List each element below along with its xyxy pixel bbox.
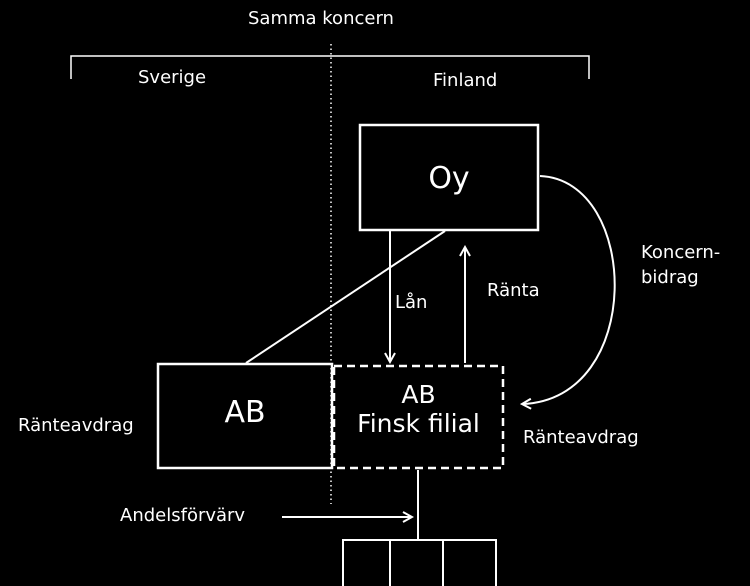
shareholdings-block xyxy=(342,539,497,586)
branch-label-line2: Finsk filial xyxy=(357,408,480,438)
branch-label: AB Finsk filial xyxy=(334,380,503,439)
group-contribution-line1: Koncern- xyxy=(641,242,721,263)
group-bracket xyxy=(70,55,590,79)
interest-deduction-left: Ränteavdrag xyxy=(18,415,134,436)
group-title: Samma koncern xyxy=(248,8,394,29)
region-left-label: Sverige xyxy=(138,67,207,88)
share-acquisition-label: Andelsförvärv xyxy=(120,505,246,526)
loan-label: Lån xyxy=(395,292,428,313)
interest-deduction-right: Ränteavdrag xyxy=(523,427,639,448)
interest-label: Ränta xyxy=(487,280,540,301)
parent-company-label: Oy xyxy=(428,161,470,196)
group-contribution-label: Koncern- bidrag xyxy=(641,242,721,288)
ab-box xyxy=(156,362,334,470)
group-contribution-arrow xyxy=(522,175,616,404)
ownership-line xyxy=(245,230,446,364)
subsidiary-label: AB xyxy=(224,395,266,430)
region-right-label: Finland xyxy=(433,70,498,91)
oy-box xyxy=(358,123,540,232)
branch-label-line1: AB xyxy=(401,380,436,409)
branch-box xyxy=(332,364,505,470)
group-contribution-line2: bidrag xyxy=(641,266,699,288)
